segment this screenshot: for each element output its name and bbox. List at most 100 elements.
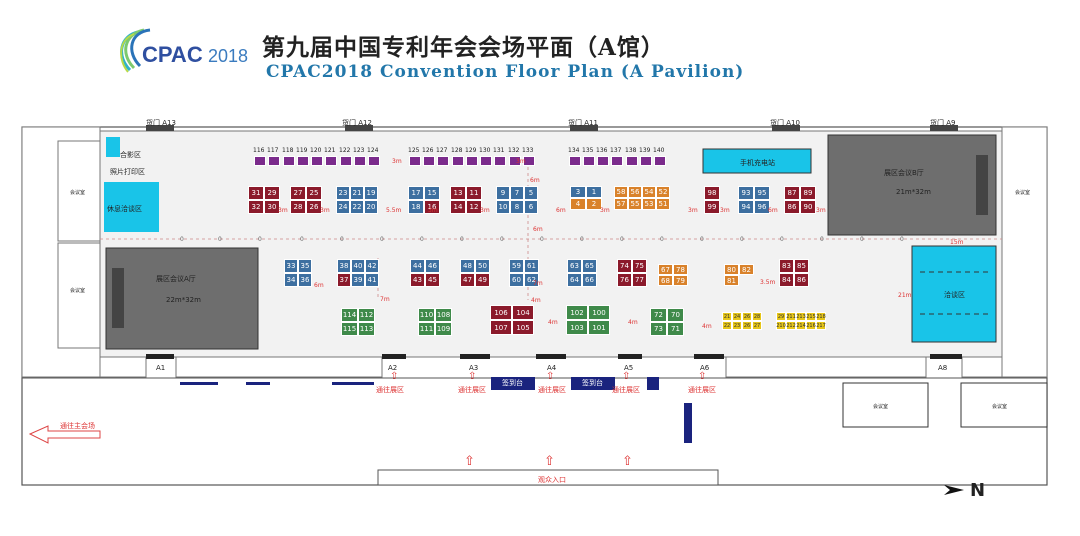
- booth-13[interactable]: 13: [450, 186, 466, 200]
- booth-213[interactable]: 213: [796, 312, 806, 321]
- booth-11[interactable]: 11: [466, 186, 482, 200]
- booth-87[interactable]: 87: [784, 186, 800, 200]
- booth-[interactable]: [611, 156, 623, 166]
- booth-80[interactable]: 80: [724, 264, 739, 275]
- booth-73[interactable]: 73: [650, 322, 667, 336]
- booth-30[interactable]: 30: [264, 200, 280, 214]
- booth-103[interactable]: 103: [566, 320, 588, 335]
- booth-34[interactable]: 34: [284, 273, 298, 287]
- booth-56[interactable]: 56: [628, 186, 642, 198]
- booth-27[interactable]: 27: [290, 186, 306, 200]
- booth-26[interactable]: 26: [306, 200, 322, 214]
- booth-[interactable]: [452, 156, 464, 166]
- booth-[interactable]: [626, 156, 638, 166]
- booth-15[interactable]: 15: [424, 186, 440, 200]
- booth-77[interactable]: 77: [632, 273, 647, 287]
- booth-79[interactable]: 79: [673, 275, 688, 286]
- booth-18[interactable]: 18: [408, 200, 424, 214]
- booth-113[interactable]: 113: [358, 322, 375, 336]
- booth-105[interactable]: 105: [512, 320, 534, 335]
- booth-47[interactable]: 47: [460, 273, 475, 287]
- booth-[interactable]: [597, 156, 609, 166]
- booth-216[interactable]: 216: [806, 321, 816, 330]
- booth-86[interactable]: 86: [784, 200, 800, 214]
- booth-82[interactable]: 82: [739, 264, 754, 275]
- booth-85[interactable]: 85: [794, 259, 809, 273]
- booth-12[interactable]: 12: [466, 200, 482, 214]
- booth-[interactable]: [254, 156, 266, 166]
- booth-42[interactable]: 42: [365, 259, 379, 273]
- booth-2[interactable]: 2: [586, 198, 602, 210]
- booth-108[interactable]: 108: [435, 308, 452, 322]
- booth-[interactable]: [437, 156, 449, 166]
- booth-96[interactable]: 96: [754, 200, 770, 214]
- booth-218[interactable]: 218: [816, 312, 826, 321]
- booth-26[interactable]: 26: [742, 312, 752, 321]
- booth-86[interactable]: 86: [794, 273, 809, 287]
- booth-[interactable]: [640, 156, 652, 166]
- booth-68[interactable]: 68: [658, 275, 673, 286]
- booth-211[interactable]: 211: [786, 312, 796, 321]
- booth-4[interactable]: 4: [570, 198, 586, 210]
- booth-61[interactable]: 61: [524, 259, 539, 273]
- booth-[interactable]: [311, 156, 323, 166]
- booth-46[interactable]: 46: [425, 259, 440, 273]
- booth-72[interactable]: 72: [650, 308, 667, 322]
- booth-65[interactable]: 65: [582, 259, 597, 273]
- booth-[interactable]: [409, 156, 421, 166]
- booth-[interactable]: [509, 156, 521, 166]
- booth-40[interactable]: 40: [351, 259, 365, 273]
- booth-57[interactable]: 57: [614, 198, 628, 210]
- booth-74[interactable]: 74: [617, 259, 632, 273]
- booth-26[interactable]: 26: [742, 321, 752, 330]
- booth-93[interactable]: 93: [738, 186, 754, 200]
- booth-[interactable]: [480, 156, 492, 166]
- booth-25[interactable]: 25: [306, 186, 322, 200]
- booth-32[interactable]: 32: [248, 200, 264, 214]
- booth-17[interactable]: 17: [408, 186, 424, 200]
- booth-98[interactable]: 98: [704, 186, 720, 200]
- booth-[interactable]: [569, 156, 581, 166]
- booth-49[interactable]: 49: [475, 273, 490, 287]
- booth-6[interactable]: 6: [524, 200, 538, 214]
- booth-[interactable]: [340, 156, 352, 166]
- booth-27[interactable]: 27: [752, 321, 762, 330]
- booth-[interactable]: [494, 156, 506, 166]
- booth-107[interactable]: 107: [490, 320, 512, 335]
- booth-20[interactable]: 20: [364, 200, 378, 214]
- booth-111[interactable]: 111: [418, 322, 435, 336]
- booth-[interactable]: [583, 156, 595, 166]
- booth-8[interactable]: 8: [510, 200, 524, 214]
- booth-[interactable]: [268, 156, 280, 166]
- booth-21[interactable]: 21: [722, 312, 732, 321]
- booth-100[interactable]: 100: [588, 305, 610, 320]
- booth-28[interactable]: 28: [290, 200, 306, 214]
- booth-95[interactable]: 95: [754, 186, 770, 200]
- booth-16[interactable]: 16: [424, 200, 440, 214]
- booth-9[interactable]: 9: [496, 186, 510, 200]
- booth-50[interactable]: 50: [475, 259, 490, 273]
- booth-24[interactable]: 24: [336, 200, 350, 214]
- booth-[interactable]: [523, 156, 535, 166]
- booth-90[interactable]: 90: [800, 200, 816, 214]
- booth-54[interactable]: 54: [642, 186, 656, 198]
- booth-210[interactable]: 210: [776, 321, 786, 330]
- booth-31[interactable]: 31: [248, 186, 264, 200]
- booth-64[interactable]: 64: [567, 273, 582, 287]
- booth-22[interactable]: 22: [722, 321, 732, 330]
- booth-63[interactable]: 63: [567, 259, 582, 273]
- booth-45[interactable]: 45: [425, 273, 440, 287]
- booth-217[interactable]: 217: [816, 321, 826, 330]
- booth-67[interactable]: 67: [658, 264, 673, 275]
- booth-10[interactable]: 10: [496, 200, 510, 214]
- booth-214[interactable]: 214: [796, 321, 806, 330]
- booth-62[interactable]: 62: [524, 273, 539, 287]
- booth-44[interactable]: 44: [410, 259, 425, 273]
- booth-38[interactable]: 38: [337, 259, 351, 273]
- booth-1[interactable]: 1: [586, 186, 602, 198]
- booth-7[interactable]: 7: [510, 186, 524, 200]
- booth-21[interactable]: 21: [350, 186, 364, 200]
- booth-[interactable]: [654, 156, 666, 166]
- booth-112[interactable]: 112: [358, 308, 375, 322]
- booth-55[interactable]: 55: [628, 198, 642, 210]
